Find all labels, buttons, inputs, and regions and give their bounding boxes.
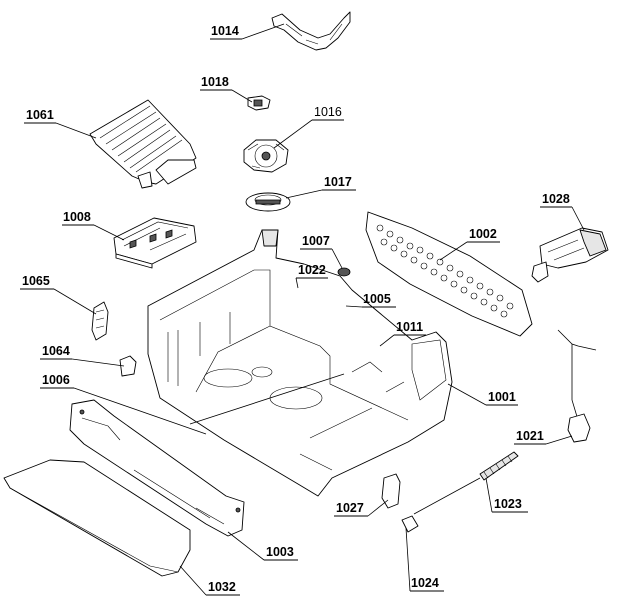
callout-1005: 1005 [345, 292, 396, 308]
part-1002-perforated-panel [365, 211, 533, 337]
label-1017: 1017 [324, 175, 352, 189]
callout-1021: 1021 [514, 429, 573, 445]
callout-1018: 1018 [200, 75, 253, 103]
label-1021: 1021 [516, 429, 544, 443]
callout-1022: 1022 [295, 263, 328, 289]
part-1061-ribbed-cover [89, 99, 197, 189]
label-1022: 1022 [298, 263, 326, 277]
callout-1023: 1023 [485, 477, 528, 513]
label-1011: 1011 [396, 320, 423, 334]
label-1007: 1007 [302, 234, 330, 248]
callout-1027: 1027 [334, 499, 389, 517]
callout-1007: 1007 [300, 234, 343, 269]
label-1061: 1061 [26, 108, 54, 122]
callout-1064: 1064 [40, 344, 125, 367]
part-1018-clip [247, 95, 271, 111]
callout-1002: 1002 [439, 227, 500, 261]
part-1023-spring [413, 451, 519, 515]
callout-1003: 1003 [227, 531, 298, 561]
label-1005: 1005 [363, 292, 391, 306]
label-1006: 1006 [42, 373, 70, 387]
part-1017-ring [245, 192, 291, 212]
callout-1065: 1065 [20, 274, 97, 315]
label-1016: 1016 [314, 105, 342, 119]
part-1001-base [147, 229, 453, 497]
label-1027: 1027 [336, 501, 364, 515]
part-1008-control-board [113, 217, 197, 269]
label-1028: 1028 [542, 192, 570, 206]
callout-1014: 1014 [210, 23, 285, 40]
callout-1024: 1024 [405, 527, 444, 592]
part-1007-washer [337, 267, 351, 277]
label-1023: 1023 [494, 497, 522, 511]
part-1016-cover [243, 139, 289, 173]
callout-1008: 1008 [62, 210, 125, 241]
label-1008: 1008 [63, 210, 91, 224]
callout-1061: 1061 [24, 108, 97, 139]
callout-1017: 1017 [285, 175, 356, 199]
label-1001: 1001 [488, 390, 516, 404]
part-1024-pin [401, 515, 419, 533]
part-1014-bracket [271, 11, 351, 51]
label-1003: 1003 [266, 545, 294, 559]
callout-1006: 1006 [40, 373, 207, 435]
part-1032-toe-panel [3, 459, 191, 577]
callout-1016: 1016 [273, 105, 344, 149]
part-1028-hose-connector [531, 227, 609, 283]
part-1064-float [119, 355, 137, 377]
part-1021-power-cable [557, 329, 597, 443]
label-1002: 1002 [469, 227, 497, 241]
part-1003-front-panel [69, 399, 245, 537]
label-1014: 1014 [211, 24, 239, 38]
callout-1011: 1011 [379, 320, 426, 347]
part-1027-bracket [381, 473, 401, 509]
label-1018: 1018 [201, 75, 229, 89]
part-1065-holder [91, 301, 109, 341]
callout-1001: 1001 [447, 383, 518, 406]
callout-1032: 1032 [179, 565, 240, 596]
label-1064: 1064 [42, 344, 70, 358]
label-1024: 1024 [411, 576, 439, 590]
label-1032: 1032 [208, 580, 236, 594]
label-1065: 1065 [22, 274, 50, 288]
callout-1028: 1028 [540, 192, 585, 231]
part-1006-rod [189, 373, 345, 425]
